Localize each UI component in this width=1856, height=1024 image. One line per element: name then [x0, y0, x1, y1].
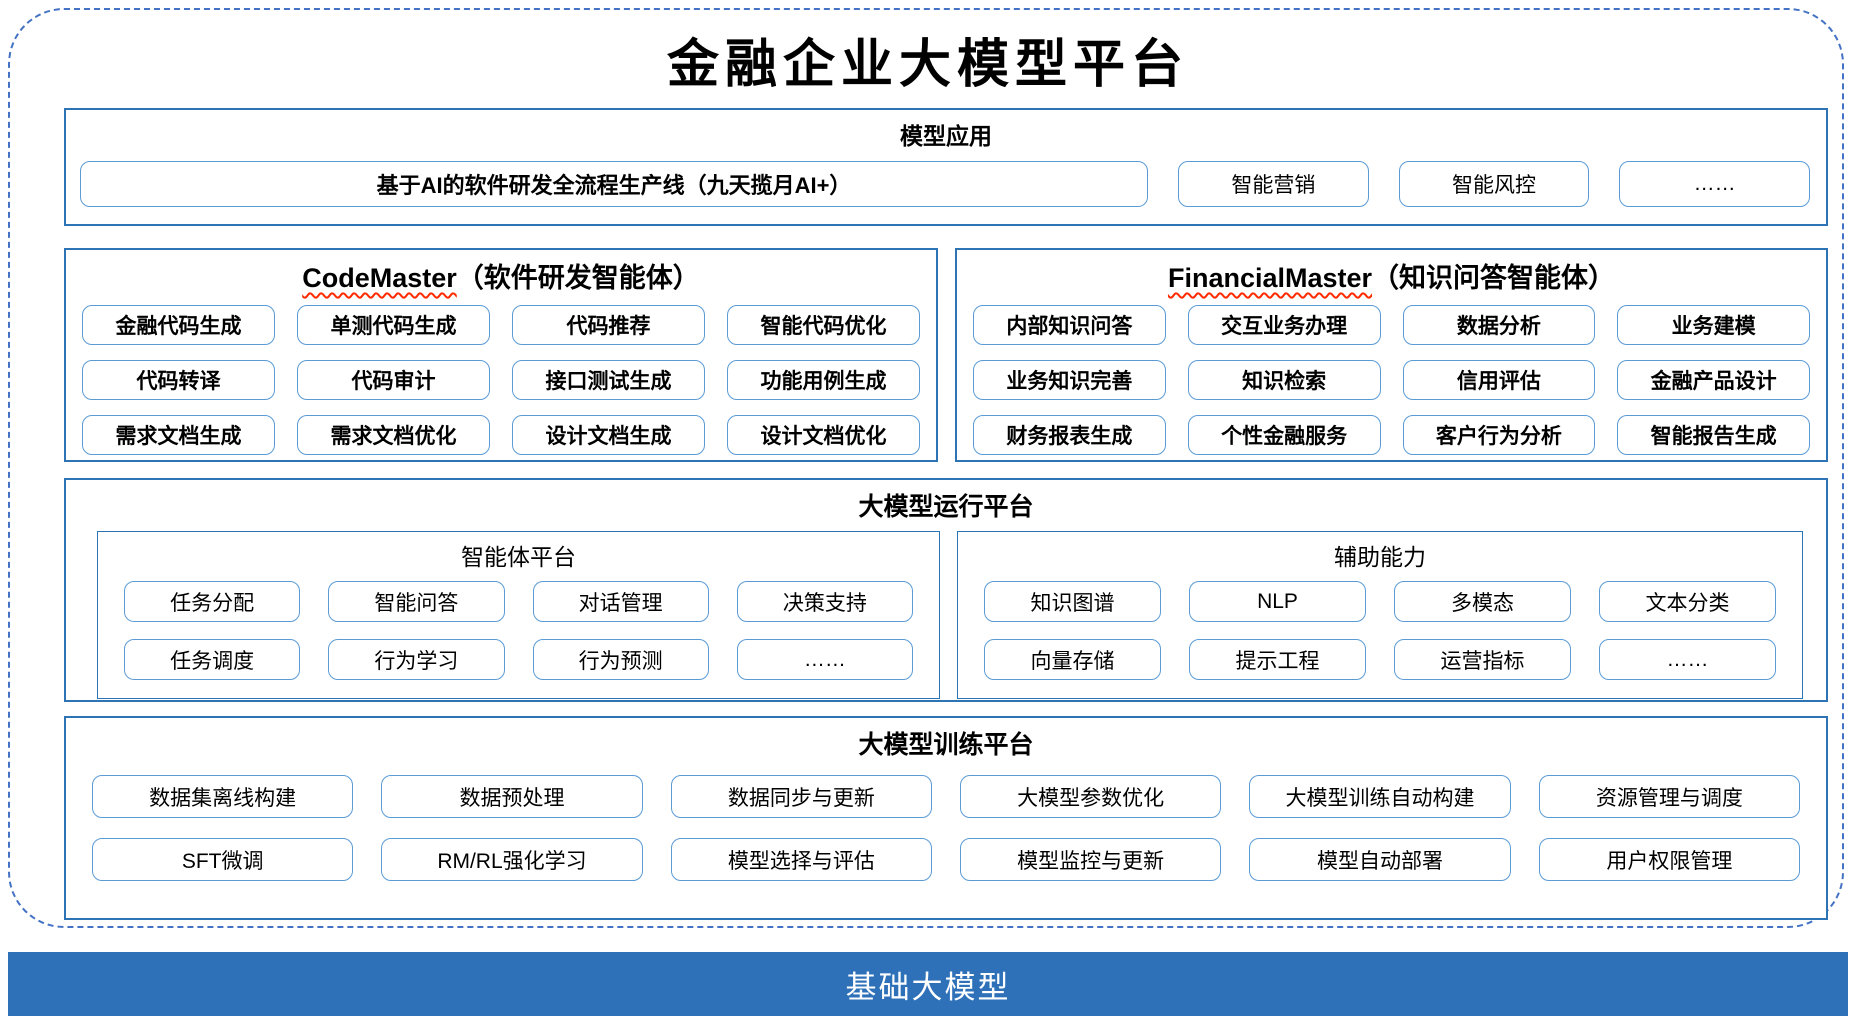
training-item: 模型选择与评估 [670, 838, 932, 881]
codemaster-item: 设计文档优化 [727, 415, 920, 455]
financialmaster-section: FinancialMaster（知识问答智能体） 内部知识问答 交互业务办理 数… [955, 248, 1828, 462]
codemaster-item: 接口测试生成 [512, 360, 705, 400]
training-item: 模型监控与更新 [960, 838, 1222, 881]
codemaster-item: 代码审计 [297, 360, 490, 400]
codemaster-item: 代码转译 [82, 360, 275, 400]
training-platform-title: 大模型训练平台 [858, 731, 1034, 759]
financialmaster-item: 内部知识问答 [973, 305, 1166, 345]
app-item-ai-pipeline: 基于AI的软件研发全流程生产线（九天揽月AI+） [80, 161, 1148, 207]
codemaster-item: 需求文档优化 [297, 415, 490, 455]
financialmaster-item: 信用评估 [1402, 360, 1596, 400]
codemaster-subtitle: （软件研发智能体） [456, 263, 700, 293]
financialmaster-item: 金融产品设计 [1617, 360, 1810, 400]
financialmaster-item: 业务知识完善 [973, 360, 1166, 400]
financialmaster-item: 智能报告生成 [1617, 415, 1810, 455]
financialmaster-item: 财务报表生成 [973, 415, 1166, 455]
financialmaster-subtitle: （知识问答智能体） [1372, 263, 1616, 293]
codemaster-item: 单测代码生成 [297, 305, 490, 345]
runtime-platform-title: 大模型运行平台 [858, 493, 1034, 521]
training-item: 用户权限管理 [1538, 838, 1800, 881]
training-platform-items: 数据集离线构建 数据预处理 数据同步与更新 大模型参数优化 大模型训练自动构建 … [92, 775, 1800, 881]
financialmaster-item: 交互业务办理 [1187, 305, 1381, 345]
aux-capability-item: NLP [1189, 581, 1366, 622]
training-item: SFT微调 [92, 838, 354, 881]
aux-capability-item: …… [1599, 639, 1776, 680]
codemaster-item: 需求文档生成 [82, 415, 275, 455]
codemaster-item: 智能代码优化 [727, 305, 920, 345]
page-title: 金融企业大模型平台 [666, 34, 1189, 95]
aux-capability-items: 知识图谱 NLP 多模态 文本分类 向量存储 提示工程 运营指标 …… [984, 581, 1776, 680]
aux-capability-item: 多模态 [1394, 581, 1571, 622]
agent-platform-item: 智能问答 [328, 581, 505, 622]
aux-capability-item: 提示工程 [1189, 639, 1366, 680]
codemaster-section: CodeMaster（软件研发智能体） 金融代码生成 单测代码生成 代码推荐 智… [64, 248, 938, 462]
agent-platform-title: 智能体平台 [461, 544, 576, 570]
training-platform-section: 大模型训练平台 数据集离线构建 数据预处理 数据同步与更新 大模型参数优化 大模… [64, 716, 1828, 920]
runtime-platform-section: 大模型运行平台 智能体平台 任务分配 智能问答 对话管理 决策支持 任务调度 行… [64, 478, 1828, 702]
training-item: 大模型训练自动构建 [1249, 775, 1511, 818]
codemaster-name: CodeMaster [302, 263, 457, 293]
training-item: 大模型参数优化 [960, 775, 1222, 818]
training-item: 数据预处理 [381, 775, 643, 818]
aux-capability-box: 辅助能力 知识图谱 NLP 多模态 文本分类 向量存储 提示工程 运营指标 …… [957, 531, 1803, 699]
financialmaster-item: 个性金融服务 [1187, 415, 1381, 455]
financialmaster-item: 业务建模 [1617, 305, 1810, 345]
aux-capability-item: 文本分类 [1599, 581, 1776, 622]
training-item: 资源管理与调度 [1538, 775, 1800, 818]
financialmaster-title: FinancialMaster（知识问答智能体） [957, 250, 1826, 295]
app-item-ellipsis: …… [1619, 161, 1811, 207]
agent-platform-box: 智能体平台 任务分配 智能问答 对话管理 决策支持 任务调度 行为学习 行为预测… [97, 531, 940, 699]
codemaster-item: 功能用例生成 [727, 360, 920, 400]
aux-capability-item: 知识图谱 [984, 581, 1161, 622]
codemaster-item: 设计文档生成 [512, 415, 705, 455]
financialmaster-name: FinancialMaster [1167, 263, 1373, 293]
agent-platform-item: 对话管理 [532, 581, 709, 622]
aux-capability-item: 向量存储 [984, 639, 1161, 680]
model-application-items: 基于AI的软件研发全流程生产线（九天揽月AI+） 智能营销 智能风控 …… [80, 161, 1811, 207]
codemaster-item: 金融代码生成 [82, 305, 275, 345]
agent-platform-item: 决策支持 [736, 581, 913, 622]
runtime-subsections: 智能体平台 任务分配 智能问答 对话管理 决策支持 任务调度 行为学习 行为预测… [97, 531, 1803, 699]
codemaster-item: 代码推荐 [512, 305, 705, 345]
training-item: 数据集离线构建 [92, 775, 354, 818]
financialmaster-item: 客户行为分析 [1402, 415, 1596, 455]
app-item-risk-control: 智能风控 [1398, 161, 1590, 207]
aux-capability-item: 运营指标 [1394, 639, 1571, 680]
aux-capability-title: 辅助能力 [1334, 544, 1426, 570]
model-application-title: 模型应用 [900, 123, 992, 149]
financialmaster-item: 知识检索 [1187, 360, 1381, 400]
training-item: 数据同步与更新 [670, 775, 932, 818]
model-application-section: 模型应用 基于AI的软件研发全流程生产线（九天揽月AI+） 智能营销 智能风控 … [64, 108, 1828, 226]
financialmaster-items: 内部知识问答 交互业务办理 数据分析 业务建模 业务知识完善 知识检索 信用评估… [973, 305, 1810, 455]
training-item: RM/RL强化学习 [381, 838, 643, 881]
foundation-model-label: 基础大模型 [845, 969, 1011, 1005]
foundation-model-bar: 基础大模型 [8, 952, 1848, 1016]
agent-platform-items: 任务分配 智能问答 对话管理 决策支持 任务调度 行为学习 行为预测 …… [124, 581, 913, 680]
app-item-marketing: 智能营销 [1178, 161, 1369, 207]
codemaster-title: CodeMaster（软件研发智能体） [66, 250, 936, 295]
codemaster-items: 金融代码生成 单测代码生成 代码推荐 智能代码优化 代码转译 代码审计 接口测试… [82, 305, 920, 455]
financialmaster-item: 数据分析 [1402, 305, 1596, 345]
training-item: 模型自动部署 [1249, 838, 1511, 881]
platform-outer-frame [8, 8, 1844, 928]
agent-platform-item: 任务调度 [124, 639, 301, 680]
agent-platform-item: 行为预测 [532, 639, 709, 680]
agent-platform-item: 行为学习 [328, 639, 505, 680]
agent-platform-item: …… [736, 639, 913, 680]
agent-platform-item: 任务分配 [124, 581, 301, 622]
